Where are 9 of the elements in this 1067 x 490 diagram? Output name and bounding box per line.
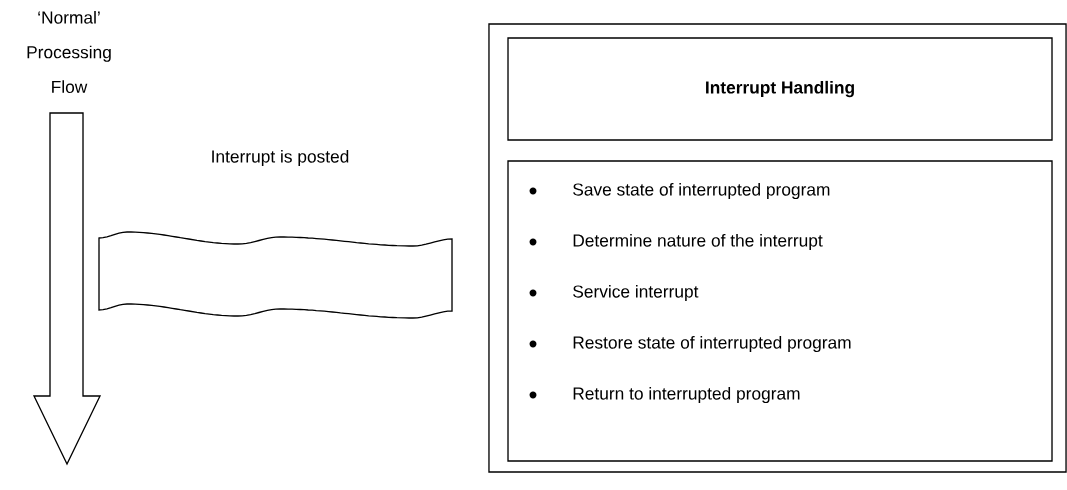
banner-caption: Interrupt is posted [212, 149, 349, 167]
list-item: Save state of interrupted program [573, 182, 830, 200]
list-item: Restore state of interrupted program [573, 335, 851, 353]
list-item: Service interrupt [573, 284, 699, 302]
outer-box [488, 23, 1067, 473]
list-item: Return to interrupted program [573, 386, 800, 404]
flow-label: ‘Normal’ Processing Flow [27, 10, 111, 94]
list-item: Determine nature of the interrupt [573, 233, 823, 251]
heading-box: Interrupt Handling [507, 37, 1053, 141]
